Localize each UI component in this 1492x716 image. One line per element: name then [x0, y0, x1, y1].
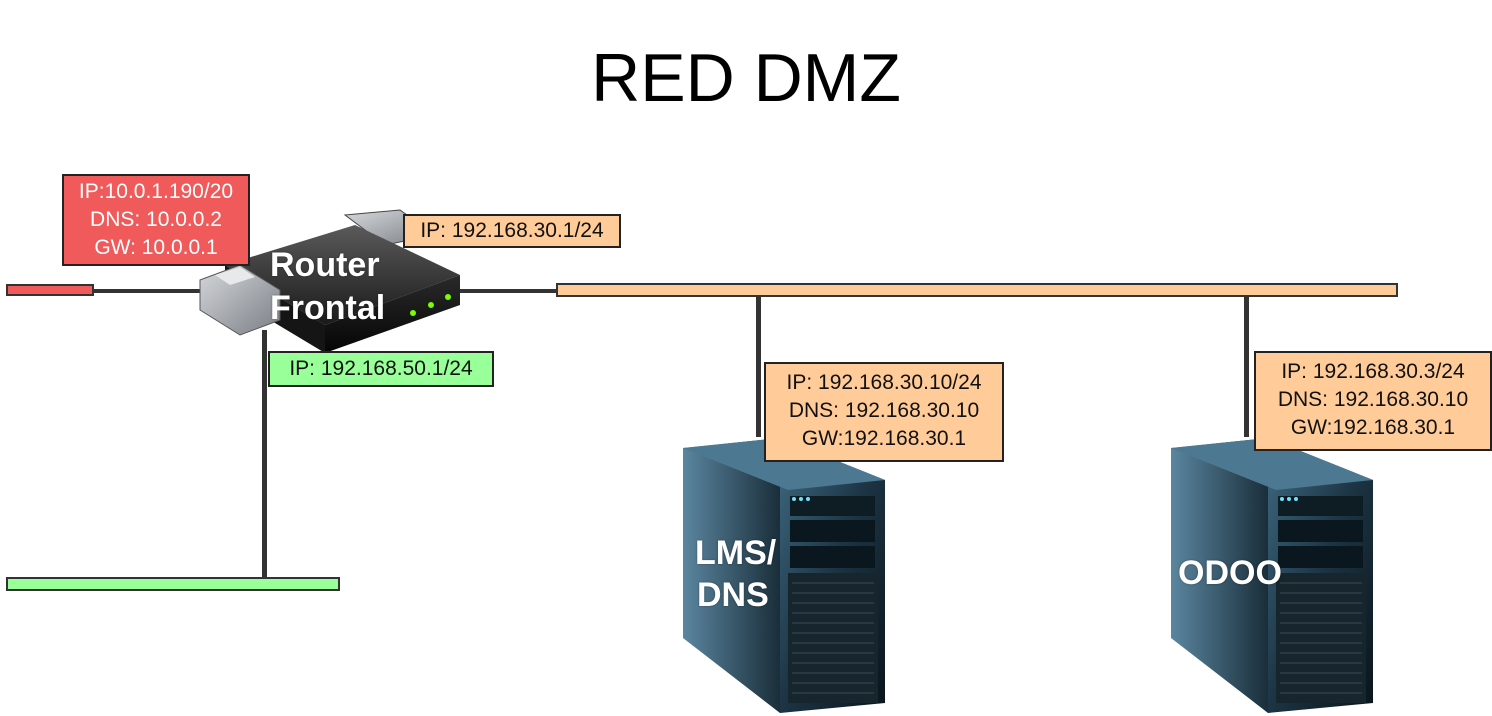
- dmz-link: [445, 289, 557, 293]
- dmz-network-bus: [556, 283, 1398, 297]
- server2-ip-text: IP: 192.168.30.3/24: [1281, 360, 1465, 383]
- server2-config-label: IP: 192.168.30.3/24 DNS: 192.168.30.10 G…: [1254, 351, 1492, 451]
- server-tower-icon: [1171, 438, 1373, 713]
- server1-link: [756, 297, 761, 437]
- router-lan-ip-label: IP: 192.168.50.1/24: [268, 351, 494, 387]
- wan-dns-text: DNS: 10.0.0.2: [90, 208, 222, 231]
- server1-config-label: IP: 192.168.30.10/24 DNS: 192.168.30.10 …: [764, 362, 1004, 462]
- server2-gw-text: GW:192.168.30.1: [1290, 416, 1456, 439]
- server2-link: [1244, 297, 1249, 437]
- server1-gw-text: GW:192.168.30.1: [801, 427, 967, 450]
- server1-name-line1: LMS/: [695, 534, 777, 572]
- lan-network-bus: [6, 577, 340, 591]
- router-icon: [199, 209, 460, 353]
- router-dmz-ip-text: IP: 192.168.30.1/24: [420, 219, 604, 242]
- server1-dns-text: DNS: 192.168.30.10: [788, 399, 980, 422]
- router-name-line2: Frontal: [270, 289, 386, 327]
- router-name-line1: Router: [270, 246, 380, 284]
- server1-name-line2: DNS: [697, 576, 769, 614]
- server-tower-icon: [683, 438, 885, 713]
- router-lan-ip-text: IP: 192.168.50.1/24: [289, 357, 473, 380]
- diagram-title: RED DMZ: [591, 40, 901, 116]
- wan-network-bus: [6, 284, 94, 296]
- wan-gw-text: GW: 10.0.0.1: [94, 236, 218, 259]
- wan-ip-text: IP:10.0.1.190/20: [78, 180, 234, 203]
- server1-ip-text: IP: 192.168.30.10/24: [786, 371, 982, 394]
- server2-name-line1: ODOO: [1178, 554, 1282, 592]
- wan-link: [94, 289, 214, 293]
- server2-dns-text: DNS: 192.168.30.10: [1277, 388, 1469, 411]
- router-dmz-ip-label: IP: 192.168.30.1/24: [403, 214, 621, 248]
- lan-link: [262, 330, 267, 578]
- wan-ip-config-label: IP:10.0.1.190/20 DNS: 10.0.0.2 GW: 10.0.…: [62, 174, 250, 266]
